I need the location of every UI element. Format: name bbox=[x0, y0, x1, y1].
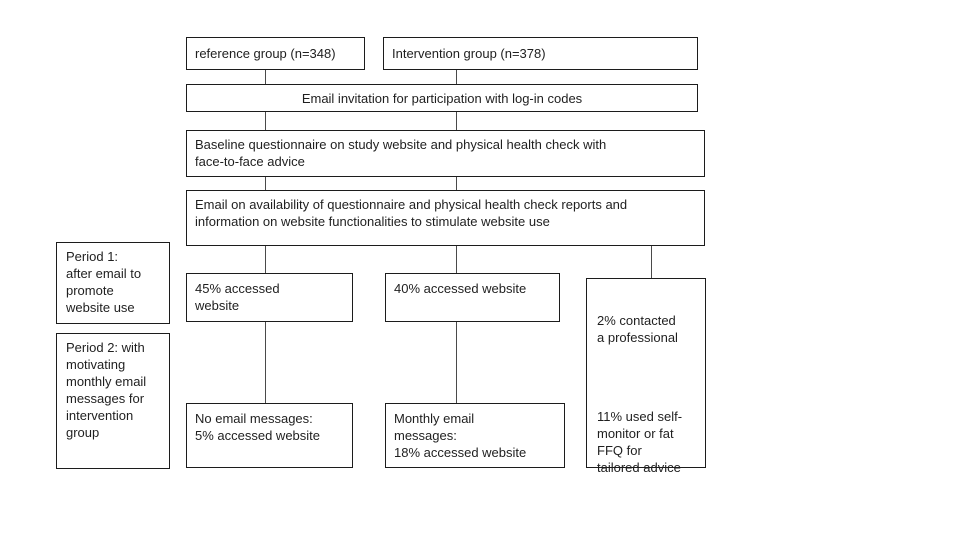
box-reference-group: reference group (n=348) bbox=[186, 37, 365, 70]
connector-line bbox=[265, 112, 266, 130]
box-baseline-questionnaire: Baseline questionnaire on study website … bbox=[186, 130, 705, 177]
stat-contacted-professional: 2% contacted a professional bbox=[597, 313, 678, 345]
connector-line bbox=[265, 177, 266, 190]
stat-self-monitor: 11% used self- monitor or fat FFQ for ta… bbox=[597, 409, 683, 475]
connector-line bbox=[456, 70, 457, 84]
box-intervention-period1-result: 40% accessed website bbox=[385, 273, 560, 322]
connector-line bbox=[265, 70, 266, 84]
box-period-1-label: Period 1: after email to promote website… bbox=[56, 242, 170, 324]
box-website-use-stats: 2% contacted a professional 11% used sel… bbox=[586, 278, 706, 475]
box-email-availability: Email on availability of questionnaire a… bbox=[186, 190, 705, 246]
connector-line bbox=[651, 246, 652, 278]
box-intervention-period2-result: Monthly email messages: 18% accessed web… bbox=[385, 403, 565, 468]
box-email-invitation: Email invitation for participation with … bbox=[186, 84, 698, 112]
connector-line bbox=[456, 322, 457, 403]
connector-line bbox=[456, 246, 457, 273]
box-period-2-label: Period 2: with motivating monthly email … bbox=[56, 333, 170, 469]
box-intervention-group: Intervention group (n=378) bbox=[383, 37, 698, 70]
connector-line bbox=[456, 177, 457, 190]
box-reference-period1-result: 45% accessed website bbox=[186, 273, 353, 322]
connector-line bbox=[265, 322, 266, 403]
connector-line bbox=[265, 246, 266, 273]
box-reference-period2-result: No email messages: 5% accessed website bbox=[186, 403, 353, 468]
connector-line bbox=[456, 112, 457, 130]
